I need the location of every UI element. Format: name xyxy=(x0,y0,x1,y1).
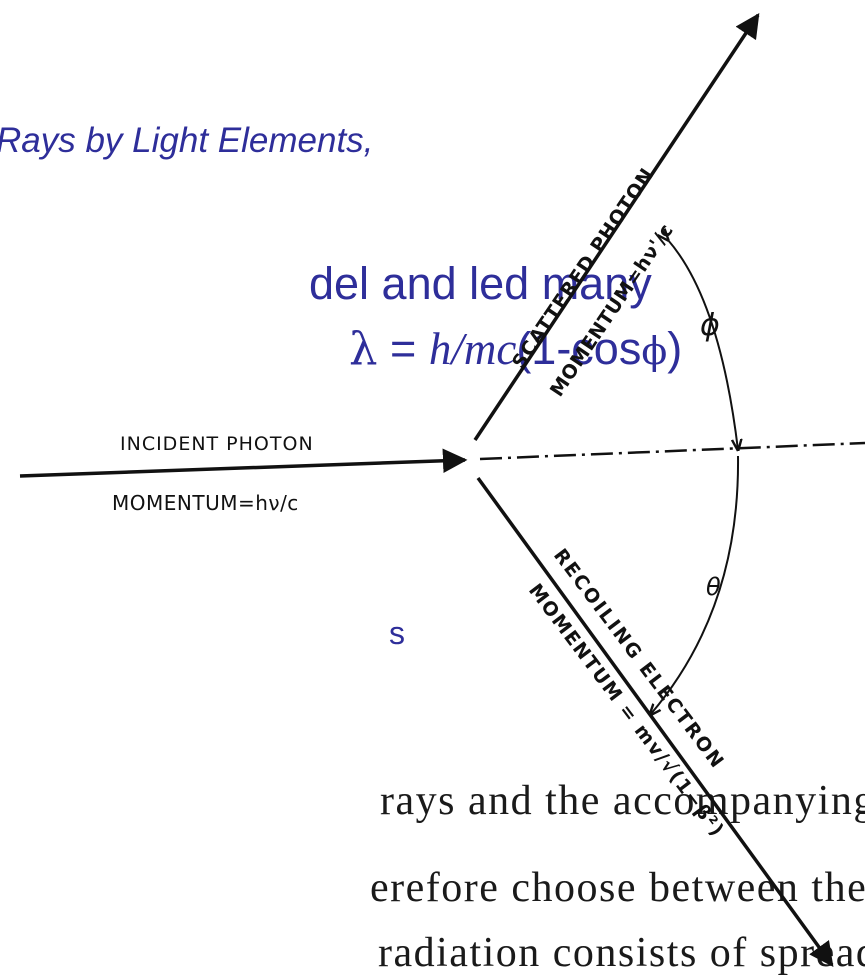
slide-heading-line-1: del and led many xyxy=(309,258,652,309)
scattered-photon-arrow xyxy=(473,12,760,441)
formula-lambda: λ xyxy=(349,322,378,375)
incident-axis-dashdot xyxy=(479,441,865,461)
formula-equals: = xyxy=(377,323,429,374)
theta-symbol: θ xyxy=(706,573,721,601)
incident-photon-label: INCIDENT PHOTON xyxy=(120,433,314,455)
slide-subtitle-fragment: Rays by Light Elements, xyxy=(0,121,374,160)
slide-bullet-fragment: s xyxy=(389,615,405,651)
theta-angle-arc xyxy=(650,455,740,715)
recoil-electron-arrow xyxy=(476,476,834,967)
incident-momentum-label: MOMENTUM=hν/c xyxy=(112,491,299,515)
phi-symbol: ϕ xyxy=(700,308,720,343)
book-text-line-1: rays and the accompanying xyxy=(380,778,865,824)
incident-photon-arrow xyxy=(19,448,468,478)
phi-angle-arc xyxy=(668,240,738,450)
book-text-line-3: radiation consists of spread- xyxy=(378,930,865,976)
book-text-line-2: erefore choose between the xyxy=(370,865,865,911)
recoil-momentum-label: MOMENTUM = mv/√(1−β²) xyxy=(524,580,729,842)
formula-h-over-mc: h/mc xyxy=(428,324,517,374)
